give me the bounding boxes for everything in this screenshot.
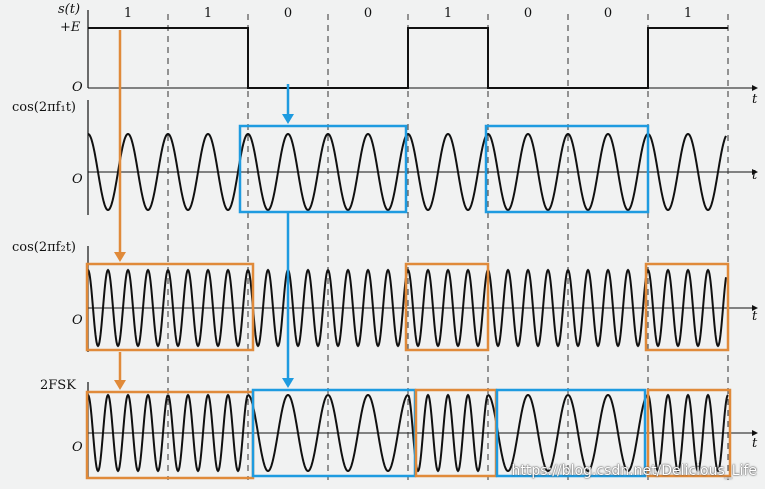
fsk-segment-1 <box>87 393 169 473</box>
fsk-segment-6 <box>487 393 569 473</box>
origin-label-4: O <box>72 440 83 455</box>
fsk-segment-3 <box>247 393 329 473</box>
fsk-segment-2 <box>167 393 249 473</box>
watermark: https://blog.csdn.net/Delicious_Life <box>511 463 757 479</box>
s-time-axis-arrow <box>752 85 758 91</box>
cos-f1-time-axis-arrow <box>752 169 758 175</box>
fsk-time-axis-arrow <box>752 430 758 436</box>
bit-label-3: 0 <box>283 6 293 21</box>
bit-label-1: 1 <box>123 6 133 21</box>
fsk-segment-7 <box>567 393 649 473</box>
bit-label-2: 1 <box>203 6 213 21</box>
f2-highlight-box-2 <box>404 262 490 352</box>
bit-label-6: 0 <box>523 6 533 21</box>
f2-highlight-box-1 <box>85 262 255 352</box>
orange-arrow-1-head <box>114 252 126 262</box>
bit-label-7: 0 <box>603 6 613 21</box>
t-label-2: t <box>752 168 758 183</box>
bit-label-5: 1 <box>443 6 453 21</box>
bit-label-4: 0 <box>363 6 373 21</box>
t-label-1: t <box>752 92 758 107</box>
origin-label-1: O <box>72 80 83 95</box>
f1-highlight-box-1 <box>238 124 408 214</box>
fsk-f1-box-2 <box>495 388 647 478</box>
fsk-f2-box-3 <box>646 388 732 478</box>
blue-arrow-2-head <box>282 378 294 388</box>
origin-label-3: O <box>72 313 83 328</box>
fsk-segment-4 <box>327 393 409 473</box>
f1-highlight-box-2 <box>484 124 650 214</box>
t-label-3: t <box>752 309 758 324</box>
cos-f2-time-axis-arrow <box>752 305 758 311</box>
origin-label-2: O <box>72 172 83 187</box>
baseband-signal-line <box>88 27 728 89</box>
blue-arrow-1-head <box>282 114 294 124</box>
fsk-segment-8 <box>647 393 729 473</box>
cos-f2-label: cos(2πf₂t) <box>12 240 76 255</box>
fsk-label: 2FSK <box>40 378 76 393</box>
bit-label-8: 1 <box>683 6 693 21</box>
f2-highlight-box-3 <box>644 262 730 352</box>
s-axis-label: s(t) <box>58 2 81 17</box>
plus-e-label: +E <box>60 20 81 35</box>
cos-f1-label: cos(2πf₁t) <box>12 100 76 115</box>
t-label-4: t <box>752 436 758 451</box>
fsk-segment-5 <box>407 393 489 473</box>
orange-arrow-2-head <box>114 380 126 390</box>
